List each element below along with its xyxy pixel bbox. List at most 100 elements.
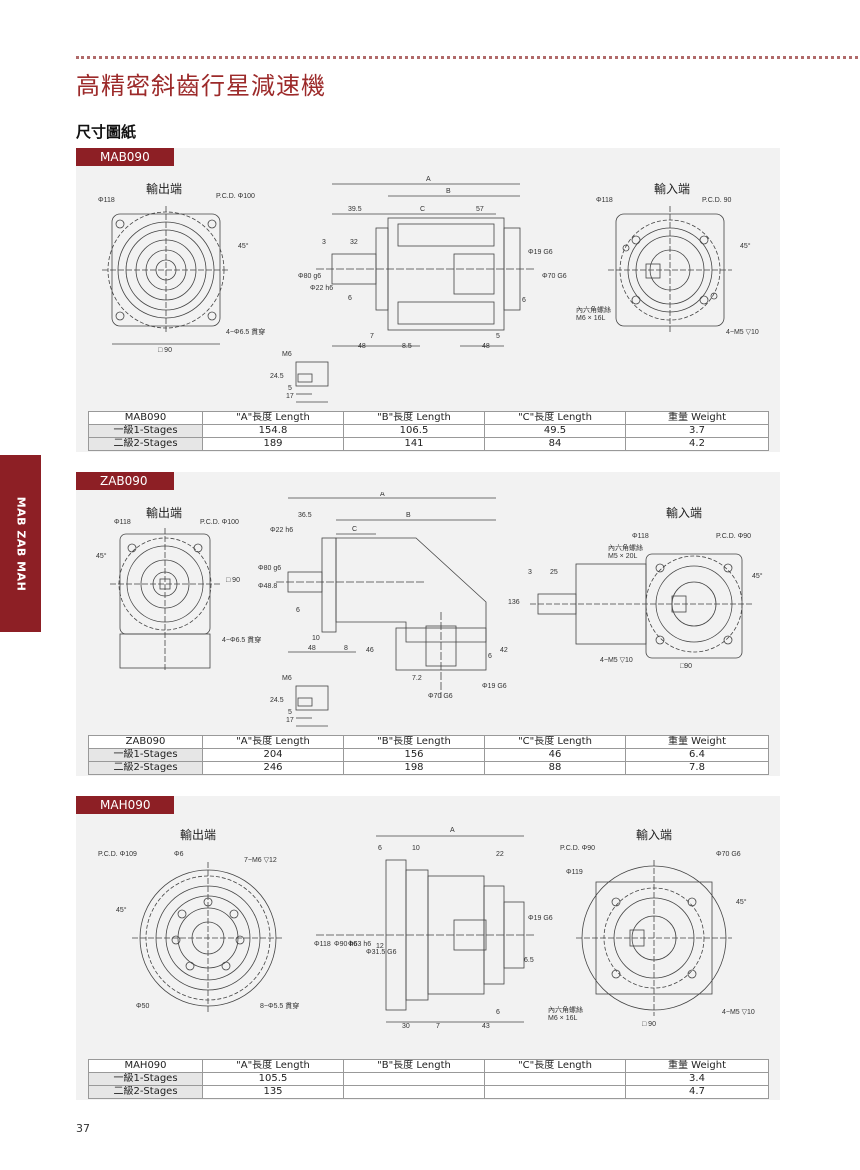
mah090-dim-12: 30	[402, 1023, 410, 1030]
zab090-r2-a: 246	[202, 761, 344, 775]
zab090-r1-b: 156	[343, 748, 485, 762]
mah090-input-label: 輸入端	[636, 828, 673, 842]
zab090-r1-weight: 6.4	[625, 748, 769, 762]
mab090-r1-weight: 3.7	[625, 424, 769, 438]
mab090-dim-1: 39.5	[348, 206, 362, 213]
mah090-output-view	[132, 862, 284, 1014]
mab090-r1-a: 154.8	[202, 424, 344, 438]
zab090-out-pcd: P.C.D. Φ100	[200, 519, 239, 526]
mab090-tag: MAB090	[76, 148, 174, 166]
mah090-r1-c	[484, 1072, 626, 1086]
zab090-spec-table: ZAB090 "A"長度 Length "B"長度 Length "C"長度 L…	[88, 735, 769, 775]
mab090-in-screw: 內六角螺絲	[576, 305, 611, 314]
mah090-r2-label: 二級2-Stages	[88, 1085, 203, 1099]
mab090-output-view	[102, 206, 230, 345]
zab090-drawing: Φ118 P.C.D. Φ100 45° 4−Φ6.5 貫穿 □ 90 A B …	[96, 492, 763, 727]
mah090-dim-a: A	[450, 827, 455, 834]
mah090-r2-c	[484, 1085, 626, 1099]
zab090-panel	[76, 472, 780, 776]
table-row: 一級1-Stages 204 156 46 6.4	[88, 748, 769, 762]
zab090-key-a: 5	[288, 709, 292, 716]
mab090-dim-4: 32	[350, 239, 358, 246]
mab090-r1-c: 49.5	[484, 424, 626, 438]
zab090-th-a: "A"長度 Length	[202, 735, 344, 749]
zab090-in-square: □90	[680, 663, 692, 670]
zab090-dim-7: 48	[308, 645, 316, 652]
zab090-th-c: "C"長度 Length	[484, 735, 626, 749]
mab090-r2-b: 141	[343, 437, 485, 451]
zab090-out-square: □ 90	[226, 577, 240, 584]
mah090-dim-8: 12	[376, 943, 384, 950]
zab090-dim-c: C	[352, 526, 357, 533]
mab090-key-detail	[295, 361, 329, 403]
mab090-dim-11: 7	[370, 333, 374, 340]
mab090-dim-8: Φ19 G6	[528, 249, 553, 256]
zab090-dim-2: Φ22 h6	[270, 527, 293, 534]
mab090-dim-a: A	[426, 176, 431, 183]
mab090-in-screw-size: M6 × 16L	[576, 315, 605, 322]
zab090-dim-a: A	[380, 492, 385, 498]
mab090-in-phi: Φ118	[596, 197, 613, 204]
zab090-r1-label: 一級1-Stages	[88, 748, 203, 762]
zab090-r2-label: 二級2-Stages	[88, 761, 203, 775]
zab090-in-angle: 45°	[752, 572, 763, 580]
mab090-dim-13: 8.5	[402, 343, 412, 350]
mah090-in-screw-size: M6 × 16L	[548, 1015, 577, 1022]
dotted-rule	[76, 56, 858, 59]
zab090-dim-11: 42	[500, 647, 508, 654]
mah090-r1-a: 105.5	[202, 1072, 344, 1086]
mab090-output-label: 輸出端	[146, 182, 183, 196]
mab090-th-a: "A"長度 Length	[202, 411, 344, 425]
mah090-r2-b	[343, 1085, 485, 1099]
mah090-dim-5: Φ90 h6	[334, 941, 357, 948]
mab090-key-a: 5	[288, 385, 292, 392]
mah090-r2-weight: 4.7	[625, 1085, 769, 1099]
zab090-in-d2: 25	[550, 569, 558, 576]
mab090-out-phi: Φ118	[98, 197, 115, 204]
table-row: 一級1-Stages 154.8 106.5 49.5 3.7	[88, 424, 769, 438]
mah090-r2-a: 135	[202, 1085, 344, 1099]
mab090-dim-2: 57	[476, 206, 484, 213]
mab090-out-angle: 45°	[238, 242, 249, 250]
mab090-out-square: □ 90	[158, 347, 172, 354]
mab090-r2-label: 二級2-Stages	[88, 437, 203, 451]
page-title: 高精密斜齒行星減速機	[76, 72, 326, 100]
mab090-in-holes: 4−M5 ▽10	[726, 329, 759, 336]
zab090-in-holes: 4−M5 ▽10	[600, 657, 633, 664]
section-title: 尺寸圖紙	[76, 123, 137, 141]
mab090-dim-9: Φ70 G6	[542, 273, 567, 280]
mab090-out-pcd: P.C.D. Φ100	[216, 193, 255, 200]
mah090-dim-3: 22	[496, 851, 504, 858]
mah090-out-pcd: P.C.D. Φ109	[98, 851, 137, 858]
zab090-output-view	[110, 528, 220, 672]
zab090-key-m: M6	[282, 675, 292, 682]
mab090-dim-3: 3	[322, 239, 326, 246]
mab090-r2-a: 189	[202, 437, 344, 451]
mah090-in-angle: 45°	[736, 898, 747, 906]
mab090-in-angle: 45°	[740, 242, 751, 250]
mah090-dim-9: Φ19 G6	[528, 915, 553, 922]
mab090-th-b: "B"長度 Length	[343, 411, 485, 425]
mah090-out-phi6: Φ6	[174, 851, 184, 858]
mab090-r1-label: 一級1-Stages	[88, 424, 203, 438]
mah090-r1-label: 一級1-Stages	[88, 1072, 203, 1086]
mab090-dim-14: 5	[496, 333, 500, 340]
mah090-in-square: □ 90	[642, 1021, 656, 1028]
zab090-dim-15: Φ19 G6	[482, 683, 507, 690]
zab090-key-detail	[295, 685, 329, 727]
mah090-th-c: "C"長度 Length	[484, 1059, 626, 1073]
zab090-dim-3: Φ80 g6	[258, 565, 281, 572]
mah090-dim-7: Φ31.5 G6	[366, 949, 397, 956]
mab090-dim-12: 48	[358, 343, 366, 350]
zab090-dim-5: 6	[296, 607, 300, 614]
mah090-in-holes: 4−M5 ▽10	[722, 1009, 755, 1016]
mab090-th-weight: 重量 Weight	[625, 411, 769, 425]
zab090-in-screw: 內六角螺絲	[608, 543, 643, 552]
mab090-drawing: Φ118 P.C.D. Φ100 45° 4−Φ6.5 貫穿 □ 90 A B …	[98, 176, 759, 403]
mah090-in-screw: 內六角螺絲	[548, 1005, 583, 1014]
mah090-out-angle: 45°	[116, 906, 127, 914]
mab090-dim-b: B	[446, 188, 451, 195]
mah090-dim-11: 6	[496, 1009, 500, 1016]
mah090-out-phi50: Φ50	[136, 1003, 149, 1010]
zab090-dim-8: 8	[344, 645, 348, 652]
